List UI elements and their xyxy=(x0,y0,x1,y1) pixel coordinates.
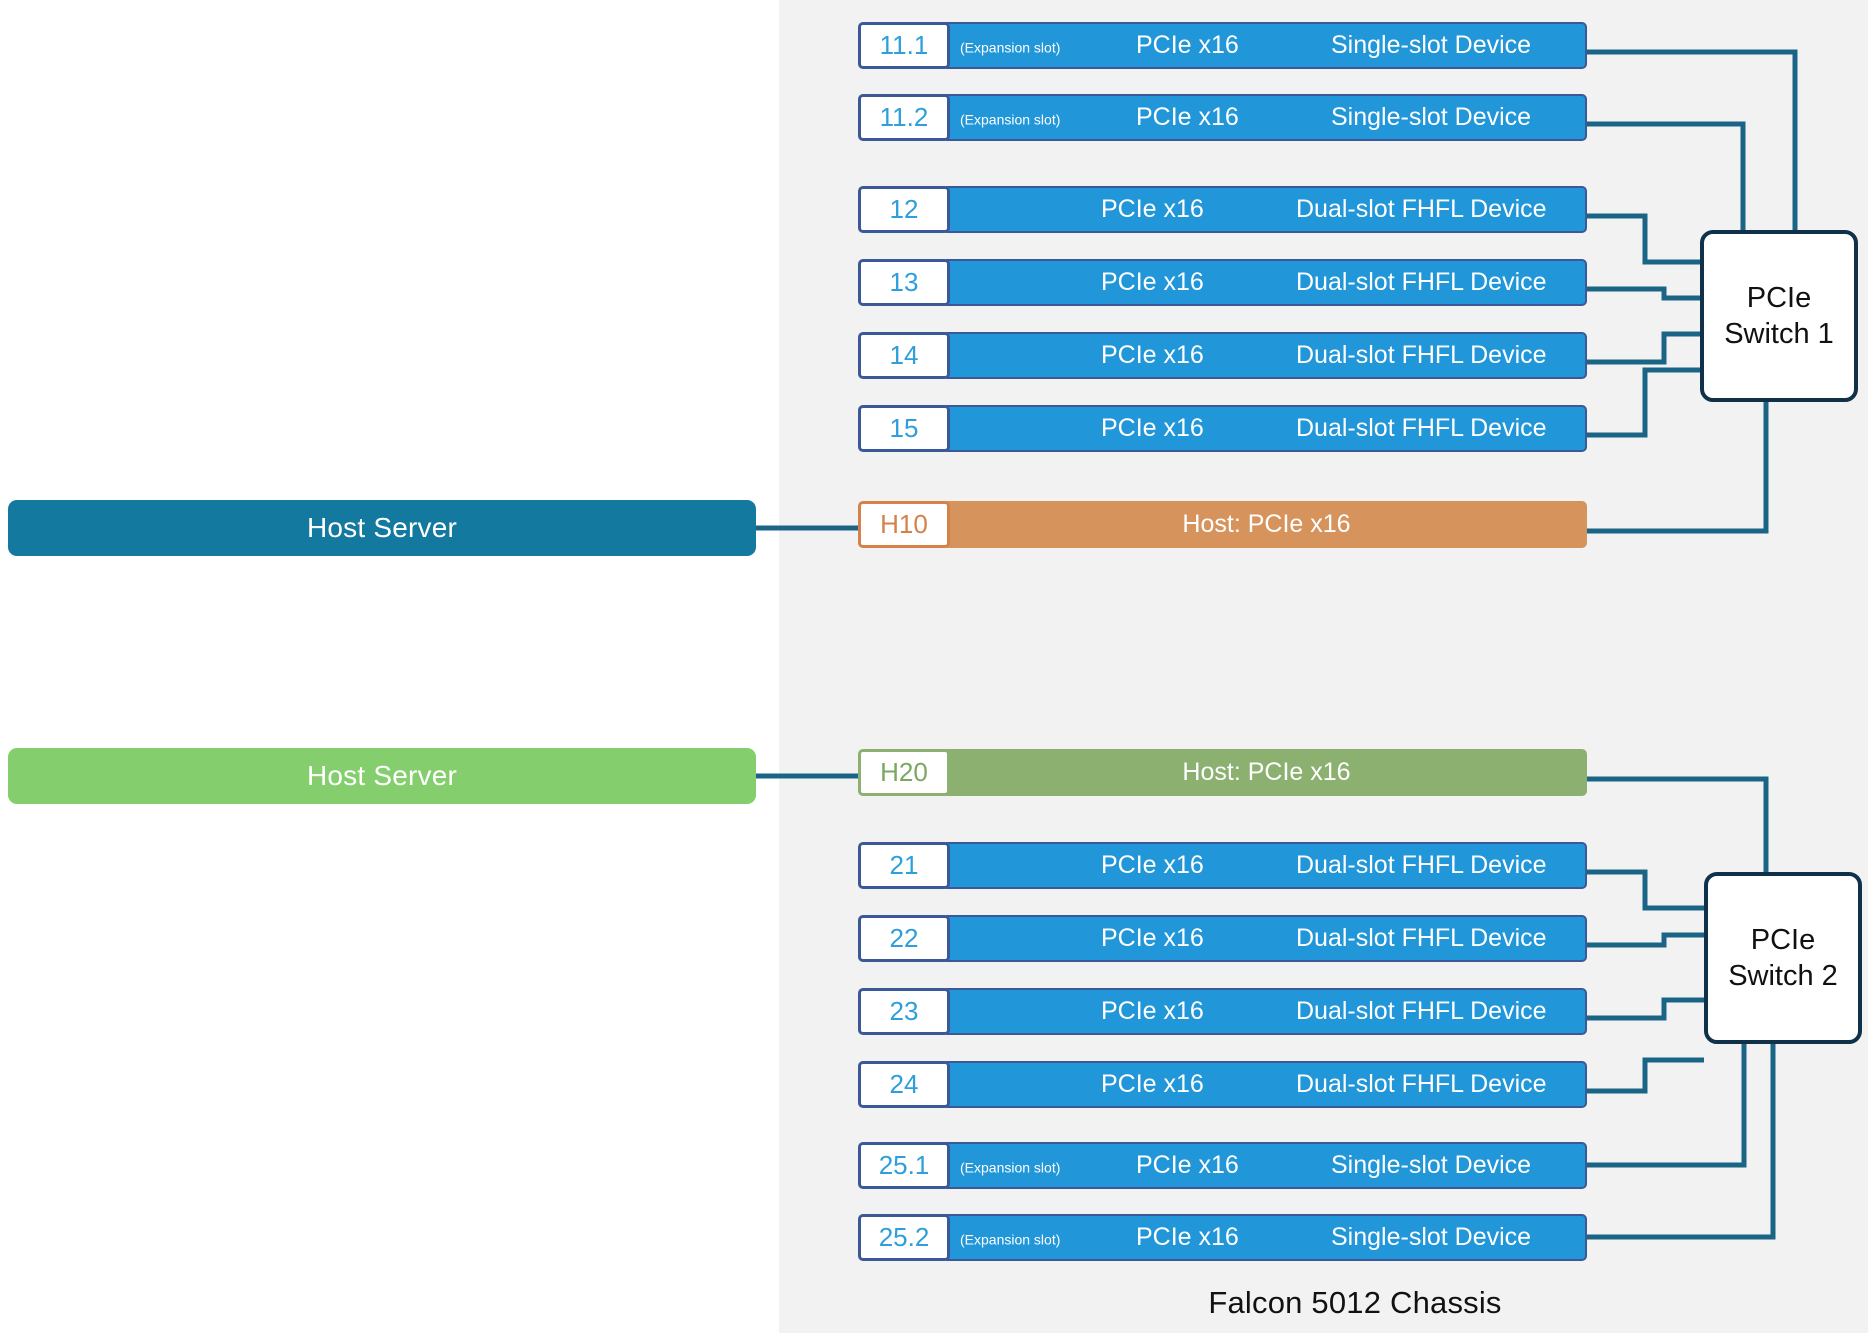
slot-row-22[interactable]: 22 PCIe x16 Dual-slot FHFL Device xyxy=(858,915,1587,962)
slot-row-11-2[interactable]: 11.2 (Expansion slot) PCIe x16 Single-sl… xyxy=(858,94,1587,141)
slot-row-14[interactable]: 14 PCIe x16 Dual-slot FHFL Device xyxy=(858,332,1587,379)
host-server-bottom-label: Host Server xyxy=(306,760,458,791)
slot-link-label: PCIe x16 xyxy=(1136,31,1239,59)
slot-row-23[interactable]: 23 PCIe x16 Dual-slot FHFL Device xyxy=(858,988,1587,1035)
host-link-label: Host: PCIe x16 xyxy=(1182,510,1351,538)
slot-body-11-2: (Expansion slot) PCIe x16 Single-slot De… xyxy=(946,94,1587,141)
pcie-switch-1[interactable]: PCIe Switch 1 xyxy=(1700,230,1858,402)
slot-link-label: PCIe x16 xyxy=(1136,1151,1239,1179)
slot-device-label: Dual-slot FHFL Device xyxy=(1296,268,1547,296)
slot-link-label: PCIe x16 xyxy=(1101,997,1204,1025)
slot-device-label: Single-slot Device xyxy=(1331,1151,1532,1179)
slot-tag-25-2: 25.2 xyxy=(858,1214,950,1261)
slot-row-15[interactable]: 15 PCIe x16 Dual-slot FHFL Device xyxy=(858,405,1587,452)
slot-tag-23: 23 xyxy=(858,988,950,1035)
slot-device-label: Dual-slot FHFL Device xyxy=(1296,414,1547,442)
slot-body-14: PCIe x16 Dual-slot FHFL Device xyxy=(946,332,1587,379)
slot-body-13: PCIe x16 Dual-slot FHFL Device xyxy=(946,259,1587,306)
slot-device-label: Single-slot Device xyxy=(1331,1223,1532,1251)
pcie-switch-2[interactable]: PCIe Switch 2 xyxy=(1704,872,1862,1044)
slot-device-label: Dual-slot FHFL Device xyxy=(1296,341,1547,369)
slot-device-label: Dual-slot FHFL Device xyxy=(1296,195,1547,223)
slot-tag-11-1: 11.1 xyxy=(858,22,950,69)
host-server-top-label: Host Server xyxy=(306,512,458,543)
slot-device-label: Dual-slot FHFL Device xyxy=(1296,924,1547,952)
slot-link-label: PCIe x16 xyxy=(1101,195,1204,223)
pcie-switch-1-line2: Switch 1 xyxy=(1724,318,1834,350)
slot-tag-22: 22 xyxy=(858,915,950,962)
slot-tag-25-1: 25.1 xyxy=(858,1142,950,1189)
slot-tag-11-2: 11.2 xyxy=(858,94,950,141)
slot-tag-24: 24 xyxy=(858,1061,950,1108)
slot-device-label: Dual-slot FHFL Device xyxy=(1296,851,1547,879)
host-row-h20[interactable]: H20 Host: PCIe x16 xyxy=(858,749,1587,796)
pcie-switch-2-line2: Switch 2 xyxy=(1728,960,1838,992)
slot-body-12: PCIe x16 Dual-slot FHFL Device xyxy=(946,186,1587,233)
slot-body-23: PCIe x16 Dual-slot FHFL Device xyxy=(946,988,1587,1035)
slot-row-11-1[interactable]: 11.1 (Expansion slot) PCIe x16 Single-sl… xyxy=(858,22,1587,69)
slot-tag-14: 14 xyxy=(858,332,950,379)
slot-link-label: PCIe x16 xyxy=(1101,924,1204,952)
slot-device-label: Dual-slot FHFL Device xyxy=(1296,997,1547,1025)
slot-link-label: PCIe x16 xyxy=(1101,1070,1204,1098)
slot-link-label: PCIe x16 xyxy=(1101,414,1204,442)
expansion-note: (Expansion slot) xyxy=(960,111,1061,128)
slot-tag-21: 21 xyxy=(858,842,950,889)
slot-body-24: PCIe x16 Dual-slot FHFL Device xyxy=(946,1061,1587,1108)
slot-link-label: PCIe x16 xyxy=(1136,103,1239,131)
slot-row-25-2[interactable]: 25.2 (Expansion slot) PCIe x16 Single-sl… xyxy=(858,1214,1587,1261)
slot-device-label: Single-slot Device xyxy=(1331,103,1532,131)
pcie-switch-1-line1: PCIe xyxy=(1746,281,1812,314)
slot-row-25-1[interactable]: 25.1 (Expansion slot) PCIe x16 Single-sl… xyxy=(858,1142,1587,1189)
expansion-note: (Expansion slot) xyxy=(960,39,1061,56)
host-body-h20: Host: PCIe x16 xyxy=(946,749,1587,796)
slot-tag-13: 13 xyxy=(858,259,950,306)
chassis-title: Falcon 5012 Chassis xyxy=(1208,1285,1502,1320)
pcie-switch-2-line1: PCIe xyxy=(1750,923,1816,956)
host-tag-h10: H10 xyxy=(858,501,950,548)
slot-tag-15: 15 xyxy=(858,405,950,452)
expansion-note: (Expansion slot) xyxy=(960,1231,1061,1248)
slot-link-label: PCIe x16 xyxy=(1101,851,1204,879)
slot-row-12[interactable]: 12 PCIe x16 Dual-slot FHFL Device xyxy=(858,186,1587,233)
slot-link-label: PCIe x16 xyxy=(1101,268,1204,296)
slot-tag-12: 12 xyxy=(858,186,950,233)
expansion-note: (Expansion slot) xyxy=(960,1159,1061,1176)
slot-body-25-2: (Expansion slot) PCIe x16 Single-slot De… xyxy=(946,1214,1587,1261)
host-link-label: Host: PCIe x16 xyxy=(1182,758,1351,786)
slot-row-24[interactable]: 24 PCIe x16 Dual-slot FHFL Device xyxy=(858,1061,1587,1108)
slot-device-label: Dual-slot FHFL Device xyxy=(1296,1070,1547,1098)
slot-body-15: PCIe x16 Dual-slot FHFL Device xyxy=(946,405,1587,452)
host-tag-h20: H20 xyxy=(858,749,950,796)
slot-row-21[interactable]: 21 PCIe x16 Dual-slot FHFL Device xyxy=(858,842,1587,889)
host-body-h10: Host: PCIe x16 xyxy=(946,501,1587,548)
slot-body-11-1: (Expansion slot) PCIe x16 Single-slot De… xyxy=(946,22,1587,69)
slot-row-13[interactable]: 13 PCIe x16 Dual-slot FHFL Device xyxy=(858,259,1587,306)
slot-link-label: PCIe x16 xyxy=(1101,341,1204,369)
host-row-h10[interactable]: H10 Host: PCIe x16 xyxy=(858,501,1587,548)
slot-device-label: Single-slot Device xyxy=(1331,31,1532,59)
host-server-top[interactable]: Host Server xyxy=(8,500,756,556)
slot-body-25-1: (Expansion slot) PCIe x16 Single-slot De… xyxy=(946,1142,1587,1189)
host-server-bottom[interactable]: Host Server xyxy=(8,748,756,804)
slot-link-label: PCIe x16 xyxy=(1136,1223,1239,1251)
slot-body-22: PCIe x16 Dual-slot FHFL Device xyxy=(946,915,1587,962)
slot-body-21: PCIe x16 Dual-slot FHFL Device xyxy=(946,842,1587,889)
